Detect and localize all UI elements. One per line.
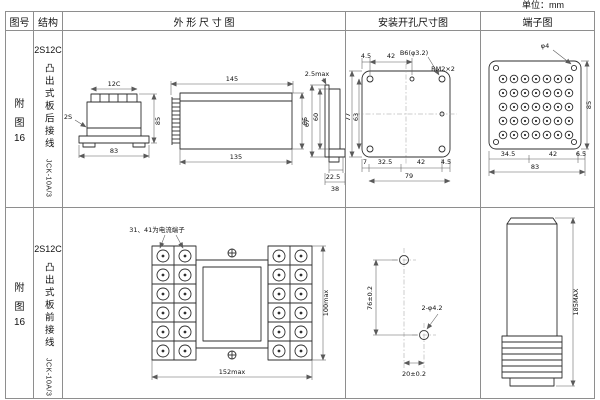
type-code-label: JCK-10A/3 [44, 357, 52, 396]
dim-83: 83 [110, 147, 118, 155]
outline-dimensions: 12C 2S 85 83 145 135 [64, 70, 345, 193]
figure-char: 图 [14, 301, 25, 313]
panel-section-shapes [324, 84, 345, 163]
row1-figure-number: 附 图 16 [6, 31, 34, 208]
dim-85-terminal: 85 [585, 101, 593, 109]
row2-terminal-cell: 185MAX [481, 208, 594, 398]
label-b6-hole: B6(φ3.2) [400, 49, 428, 57]
unit-label: 单位：mm [522, 0, 564, 10]
dim-77: 77 [346, 113, 352, 121]
mounting-label: 凸出式板前接线 [42, 262, 54, 350]
dim-63: 63 [352, 113, 360, 121]
label-2-phi4p2: 2-φ4.2 [421, 304, 442, 312]
install-drawing-front-wiring: 76±0.2 2-φ4.2 20±0.2 [366, 248, 443, 378]
install-dimensions: 4.5 42 B6(φ3.2) RM2×2 77 63 7 32.5 [346, 49, 455, 184]
dim-135: 135 [230, 153, 242, 161]
dim-185max: 185MAX [572, 288, 580, 315]
dim-6p5: 6.5 [576, 150, 586, 158]
install-drawing-rear-wiring: 4.5 42 B6(φ3.2) RM2×2 77 63 7 32.5 [346, 49, 457, 184]
dim-32p5: 32.5 [378, 158, 392, 166]
dim-152max: 152max [219, 368, 246, 376]
figure-char: 附 [14, 98, 25, 110]
dim-76: 76±0.2 [366, 286, 374, 310]
dim-38: 38 [331, 185, 339, 193]
row2-outline-cell: 31、41为电流端子 100max 152max [63, 208, 346, 398]
note-current-terminals: 31、41为电流端子 [129, 225, 185, 234]
front-view-shapes [151, 245, 313, 361]
dim-phi4: φ4 [541, 42, 549, 50]
model-label: 2S12C [34, 45, 62, 55]
header-terminal-drawing: 端子图 [481, 12, 594, 31]
outline-drawing-front-wiring: 31、41为电流端子 100max 152max [129, 225, 330, 380]
rear-view-shapes [78, 93, 150, 148]
dim-79: 79 [405, 172, 413, 180]
terminal-block-shapes [488, 60, 582, 150]
side-view-shapes [171, 92, 293, 150]
spec-table: 图号 结构 外 形 尺 寸 图 安装开孔尺寸图 端子图 附 图 16 2S12C… [5, 11, 595, 399]
dim-42-terminal: 42 [549, 150, 557, 158]
dim-42-top: 42 [387, 52, 395, 60]
dim-83-terminal: 83 [531, 163, 539, 171]
model-label: 2S12C [34, 244, 62, 254]
figure-char: 附 [14, 282, 25, 294]
header-structure: 结构 [34, 12, 63, 31]
header-outline-drawing: 外 形 尺 寸 图 [63, 12, 346, 31]
dim-4p5-bottom: 4.5 [441, 158, 451, 166]
dim-145: 145 [226, 75, 238, 83]
outline-drawing-rear-wiring: 12C 2S 85 83 145 135 [64, 70, 345, 193]
figure-char: 16 [13, 132, 26, 144]
terminal-dimensions: φ4 85 34.5 42 6.5 83 [488, 42, 593, 176]
dim-4p5-top: 4.5 [361, 52, 371, 60]
dim-2p5max: 2.5max [305, 70, 330, 78]
profile-dimensions: 185MAX [555, 217, 580, 387]
label-rm2: RM2×2 [431, 65, 455, 73]
front-view-dimensions: 31、41为电流端子 100max 152max [129, 225, 330, 380]
row1-terminal-cell: φ4 85 34.5 42 6.5 83 [481, 31, 594, 208]
header-install-drawing: 安装开孔尺寸图 [346, 12, 481, 31]
dim-85-rear: 85 [154, 117, 162, 125]
row1-structure: 2S12C 凸出式板后接线 JCK-10A/3 [34, 31, 63, 208]
dim-20: 20±0.2 [402, 370, 426, 378]
terminal-drawing-front-wiring: 185MAX [501, 217, 580, 387]
row2-install-cell: 76±0.2 2-φ4.2 20±0.2 [346, 208, 481, 398]
relay-profile-shapes [501, 217, 563, 387]
dim-60: 60 [312, 113, 320, 121]
type-code-label: JCK-10A/3 [44, 158, 52, 197]
figure-char: 图 [14, 117, 25, 129]
terminal-drawing-rear-wiring: φ4 85 34.5 42 6.5 83 [488, 42, 593, 176]
dim-100max: 100max [322, 290, 330, 317]
dim-22p5: 22.5 [326, 173, 340, 181]
figure-char: 16 [13, 316, 26, 328]
dim-2s: 2S [64, 113, 72, 121]
row1-outline-cell: 12C 2S 85 83 145 135 [63, 31, 346, 208]
row2-structure: 2S12C 凸出式板前接线 JCK-10A/3 [34, 208, 63, 398]
row1-install-cell: 4.5 42 B6(φ3.2) RM2×2 77 63 7 32.5 [346, 31, 481, 208]
dim-34p5: 34.5 [501, 150, 515, 158]
header-figure-number: 图号 [6, 12, 34, 31]
mounting-label: 凸出式板后接线 [42, 63, 54, 151]
dim-42-bottom: 42 [417, 158, 425, 166]
drill-dimensions: 76±0.2 2-φ4.2 20±0.2 [366, 259, 443, 378]
row2-figure-number: 附 图 16 [6, 208, 34, 398]
dim-85-side: 85 [301, 117, 309, 125]
dim-67: 67 [303, 119, 311, 127]
dim-7: 7 [363, 158, 367, 166]
dim-12c: 12C [108, 80, 121, 88]
